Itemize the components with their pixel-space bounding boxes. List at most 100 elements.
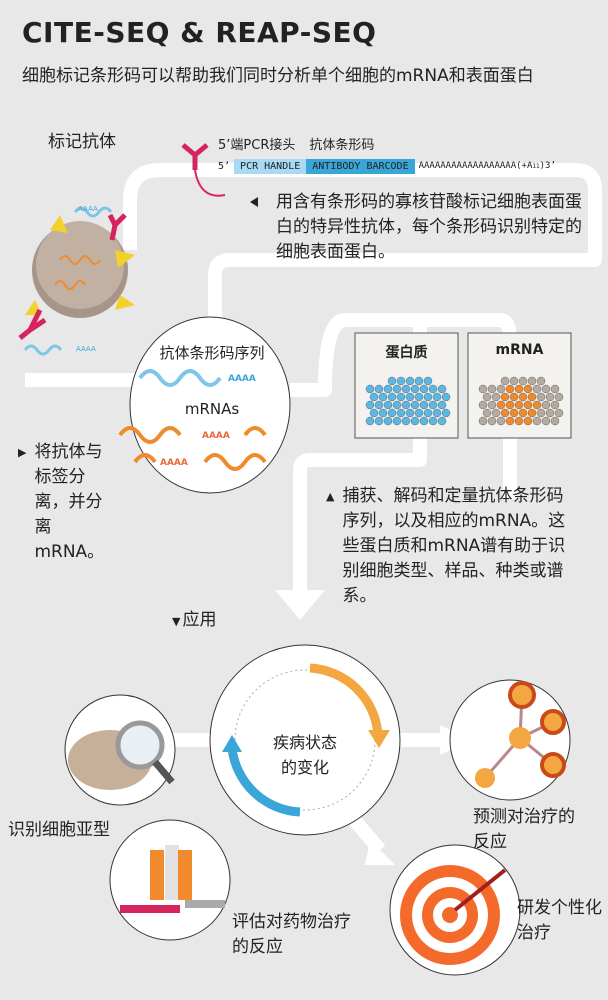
mrna-circle (129, 316, 291, 494)
protein-dot (365, 416, 375, 426)
polya-orange: AAAA (160, 458, 188, 468)
mrna-dot (554, 392, 564, 402)
protein-dot (405, 392, 415, 402)
mrna-dot (523, 400, 533, 410)
protein-dot (428, 400, 438, 410)
mrna-dot (496, 400, 506, 410)
mrna-dot (532, 384, 542, 394)
subtitle: 细胞标记条形码可以帮助我们同时分析单个细胞的mRNA和表面蛋白 (22, 66, 534, 86)
mrna-dot (527, 376, 537, 386)
mrna-dot (496, 416, 506, 426)
mrna-dot (550, 384, 560, 394)
protein-dot (432, 392, 442, 402)
protein-dot (383, 384, 393, 394)
protein-dot (365, 384, 375, 394)
protein-dot (410, 400, 420, 410)
protein-dot (369, 392, 379, 402)
mrna-dot (514, 416, 524, 426)
five-prime: 5’ (218, 160, 231, 172)
mrna-dot (541, 400, 551, 410)
target-icon (400, 865, 507, 965)
protein-dot (437, 384, 447, 394)
protein-dot (423, 408, 433, 418)
protein-dot (365, 400, 375, 410)
step2-description: 将抗体与标签分离，并分离mRNA。 (34, 442, 105, 562)
mrna-dot (527, 408, 537, 418)
oligo-sequence: 5’ PCR HANDLE ANTIBODY BARCODE AAAAAAAAA… (218, 158, 556, 174)
protein-dot (405, 408, 415, 418)
step3-description: 捕获、解码和定量抗体条形码序列，以及相应的mRNA。这些蛋白质和mRNA谱有助于… (342, 486, 566, 606)
protein-dot (405, 376, 415, 386)
mrna-dot (505, 384, 515, 394)
center-circle (209, 644, 401, 836)
mrna-dot (550, 416, 560, 426)
mrna-dot (487, 400, 497, 410)
mrna-dot (500, 376, 510, 386)
mrna-dot (500, 392, 510, 402)
mrna-dot (550, 400, 560, 410)
protein-dot (396, 408, 406, 418)
mrna-dot (518, 408, 528, 418)
mrna-dot (514, 384, 524, 394)
protein-dot (437, 416, 447, 426)
protein-dot (383, 400, 393, 410)
mrna-dot (505, 416, 515, 426)
mrna-dot (554, 408, 564, 418)
protein-dot (396, 376, 406, 386)
protein-dot (374, 416, 384, 426)
mrna-dot (532, 416, 542, 426)
protein-dot (410, 416, 420, 426)
protein-dot (432, 408, 442, 418)
mrna-dot (536, 392, 546, 402)
cell-icon (18, 206, 135, 356)
protein-dot (401, 384, 411, 394)
test-tubes-icon (120, 845, 225, 913)
protein-dot (414, 376, 424, 386)
panel-mrna-label: mRNA (495, 342, 544, 358)
mrna-dot (487, 384, 497, 394)
protein-dot (441, 392, 451, 402)
triangle-icon: ▶ (18, 446, 27, 459)
app-subtype: 识别细胞亚型 (8, 820, 110, 840)
protein-dot (383, 416, 393, 426)
protein-dot (410, 384, 420, 394)
mrna-dot (509, 408, 519, 418)
polya-small: AAAA (76, 345, 96, 353)
app-drug-response: 评估对药物治疗的反应 (232, 912, 351, 957)
mrna-dot (518, 392, 528, 402)
mrna-dot (536, 376, 546, 386)
protein-dot (414, 392, 424, 402)
protein-dot (396, 392, 406, 402)
protein-dot (441, 408, 451, 418)
mrna-dot (523, 416, 533, 426)
polya-orange: AAAA (202, 431, 230, 441)
protein-dot (369, 408, 379, 418)
mrna-dot (527, 392, 537, 402)
mrna-dot (514, 400, 524, 410)
protein-dot (387, 408, 397, 418)
page-title: CITE-SEQ & REAP-SEQ (22, 16, 377, 49)
protein-dot (387, 376, 397, 386)
polya-tail: AAAAAAAAAAAAAAAAAA(+A (418, 161, 533, 171)
protein-dot (374, 384, 384, 394)
antibody-icon (181, 143, 226, 197)
protein-dot (414, 408, 424, 418)
mrna-dot (491, 392, 501, 402)
applications-heading: 应用 (182, 610, 217, 630)
mrna-dot (541, 416, 551, 426)
mrna-dot (545, 392, 555, 402)
protein-dot (392, 384, 402, 394)
protein-dot (419, 384, 429, 394)
mrna-dot (505, 400, 515, 410)
protein-dot (437, 400, 447, 410)
protein-dot (401, 400, 411, 410)
protein-dot (374, 400, 384, 410)
antibody-label: 标记抗体 (48, 132, 116, 152)
polya-blue: AAAA (228, 374, 256, 384)
protein-dot (419, 416, 429, 426)
mrna-dot (482, 392, 492, 402)
mrna-dot (536, 408, 546, 418)
protein-dot (401, 416, 411, 426)
mrna-dot (478, 400, 488, 410)
